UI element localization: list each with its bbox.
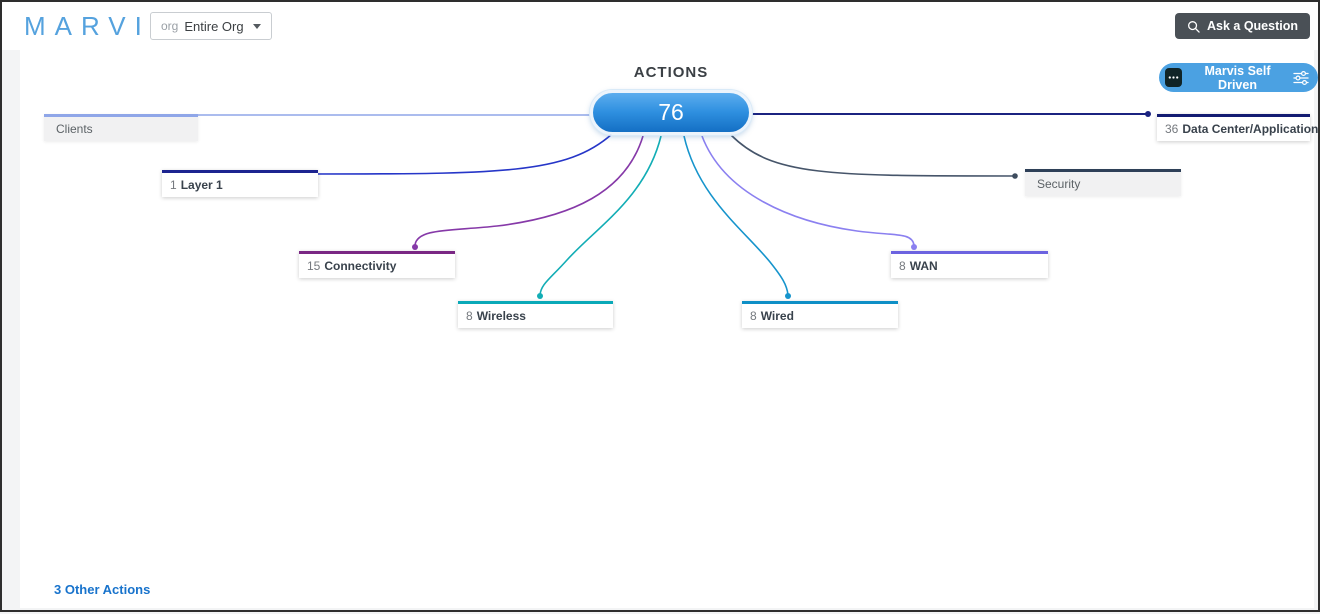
category-label: Layer 1	[180, 178, 223, 192]
category-label: Data Center/Application	[1182, 122, 1319, 136]
category-count: 8	[466, 309, 473, 323]
category-count: 36	[1165, 122, 1179, 136]
category-box-wired[interactable]: 8 Wired	[742, 301, 898, 328]
category-box-connectivity[interactable]: 15 Connectivity	[299, 251, 455, 278]
marvis-self-driven-label: Marvis Self Driven	[1204, 63, 1271, 92]
actions-total-node[interactable]: 76	[590, 90, 752, 135]
org-selector-prefix: org	[161, 19, 179, 33]
top-bar: MARVIS org Entire Org Ask a Question	[2, 2, 1318, 50]
category-count: 8	[750, 309, 757, 323]
other-actions-link[interactable]: 3 Other Actions	[54, 582, 151, 597]
actions-total-count: 76	[658, 99, 684, 125]
category-count: 8	[899, 259, 906, 273]
category-label: WAN	[909, 259, 938, 273]
chevron-down-icon	[252, 23, 261, 29]
actions-panel	[20, 50, 1314, 608]
category-label: Wired	[760, 309, 794, 323]
org-scope-selector[interactable]: org Entire Org	[150, 12, 272, 40]
category-box-wan[interactable]: 8 WAN	[891, 251, 1048, 278]
category-box-clients: Clients	[44, 114, 198, 141]
sliders-icon	[1293, 70, 1309, 85]
search-icon	[1187, 20, 1200, 33]
ask-a-question-button[interactable]: Ask a Question	[1175, 13, 1310, 39]
ask-a-question-label: Ask a Question	[1207, 19, 1298, 33]
category-count: 15	[307, 259, 321, 273]
category-label: Wireless	[476, 309, 526, 323]
marvis-badge-icon	[1165, 68, 1182, 87]
page-title: ACTIONS	[633, 64, 709, 81]
category-label: Clients	[56, 122, 93, 136]
marvis-self-driven-button[interactable]: Marvis Self Driven	[1159, 63, 1318, 92]
marvis-logo: MARVIS	[24, 11, 178, 41]
category-box-wireless[interactable]: 8 Wireless	[458, 301, 613, 328]
category-label: Security	[1037, 177, 1081, 191]
category-label: Connectivity	[324, 259, 397, 273]
category-box-datacenter[interactable]: 36 Data Center/Application	[1157, 114, 1318, 141]
category-box-security: Security	[1025, 169, 1181, 196]
category-box-layer1[interactable]: 1 Layer 1	[162, 170, 318, 197]
category-count: 1	[170, 178, 177, 192]
org-selector-value: Entire Org	[184, 18, 244, 34]
